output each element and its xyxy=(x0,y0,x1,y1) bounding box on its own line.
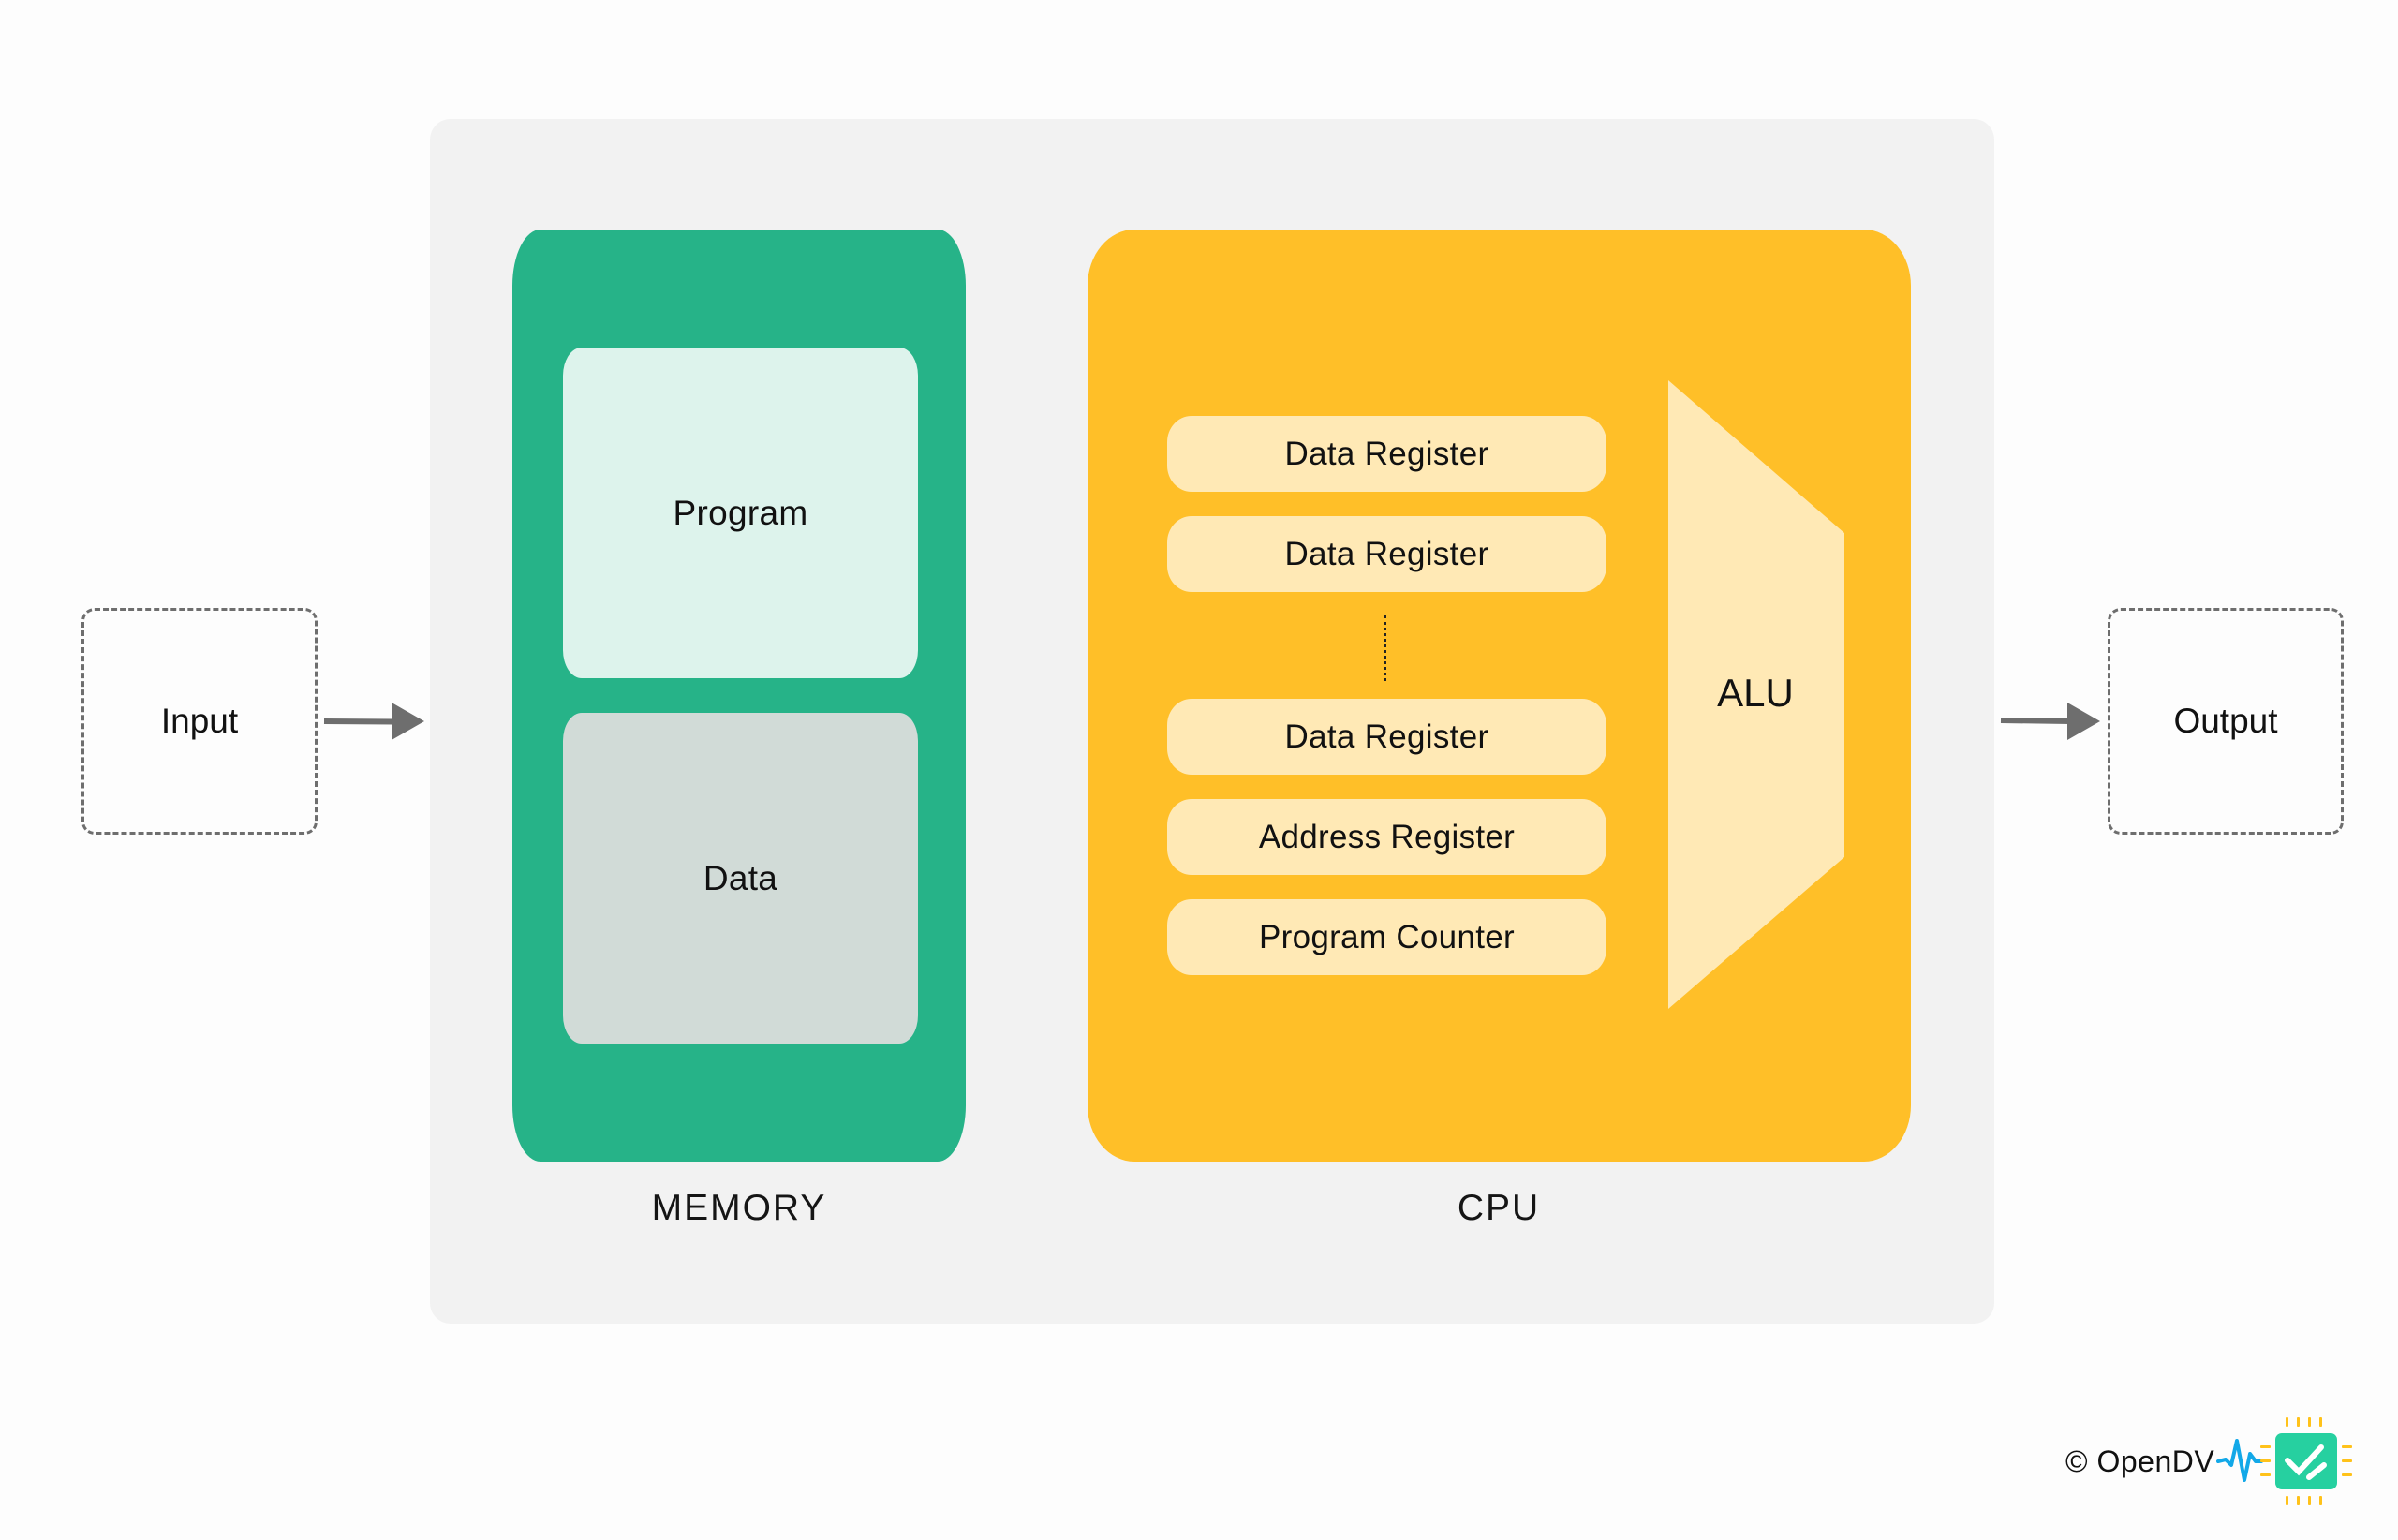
register-label: Address Register xyxy=(1258,818,1516,855)
register-program-counter: Program Counter xyxy=(1167,899,1606,975)
register-label: Data Register xyxy=(1284,435,1489,472)
memory-program-block: Program xyxy=(563,348,918,678)
register-data-2: Data Register xyxy=(1167,516,1606,592)
input-arrow xyxy=(323,703,424,740)
check-icon xyxy=(2285,1444,2327,1480)
copyright-text: © OpenDV xyxy=(2065,1444,2215,1478)
register-label: Program Counter xyxy=(1259,918,1515,955)
memory-program-label: Program xyxy=(673,493,808,532)
register-ellipsis xyxy=(1384,615,1387,681)
cpu-section-label: CPU xyxy=(1457,1188,1541,1228)
chip-pins-icon xyxy=(2260,1417,2352,1505)
alu-label: ALU xyxy=(1717,671,1794,715)
memory-data-label: Data xyxy=(703,858,778,897)
output-box: Output xyxy=(2108,608,2344,835)
memory-data-block: Data xyxy=(563,713,918,1044)
register-label: Data Register xyxy=(1284,535,1489,572)
register-data-n: Data Register xyxy=(1167,699,1606,775)
pulse-icon xyxy=(2216,1439,2263,1482)
register-label: Data Register xyxy=(1284,718,1489,755)
output-arrow xyxy=(2000,703,2100,740)
input-box: Input xyxy=(81,608,318,835)
input-label: Input xyxy=(160,702,239,740)
register-data-1: Data Register xyxy=(1167,416,1606,492)
memory-section-label: MEMORY xyxy=(651,1188,827,1228)
register-address: Address Register xyxy=(1167,799,1606,875)
opendv-logo-icon xyxy=(2216,1417,2352,1505)
output-label: Output xyxy=(2173,702,2278,740)
